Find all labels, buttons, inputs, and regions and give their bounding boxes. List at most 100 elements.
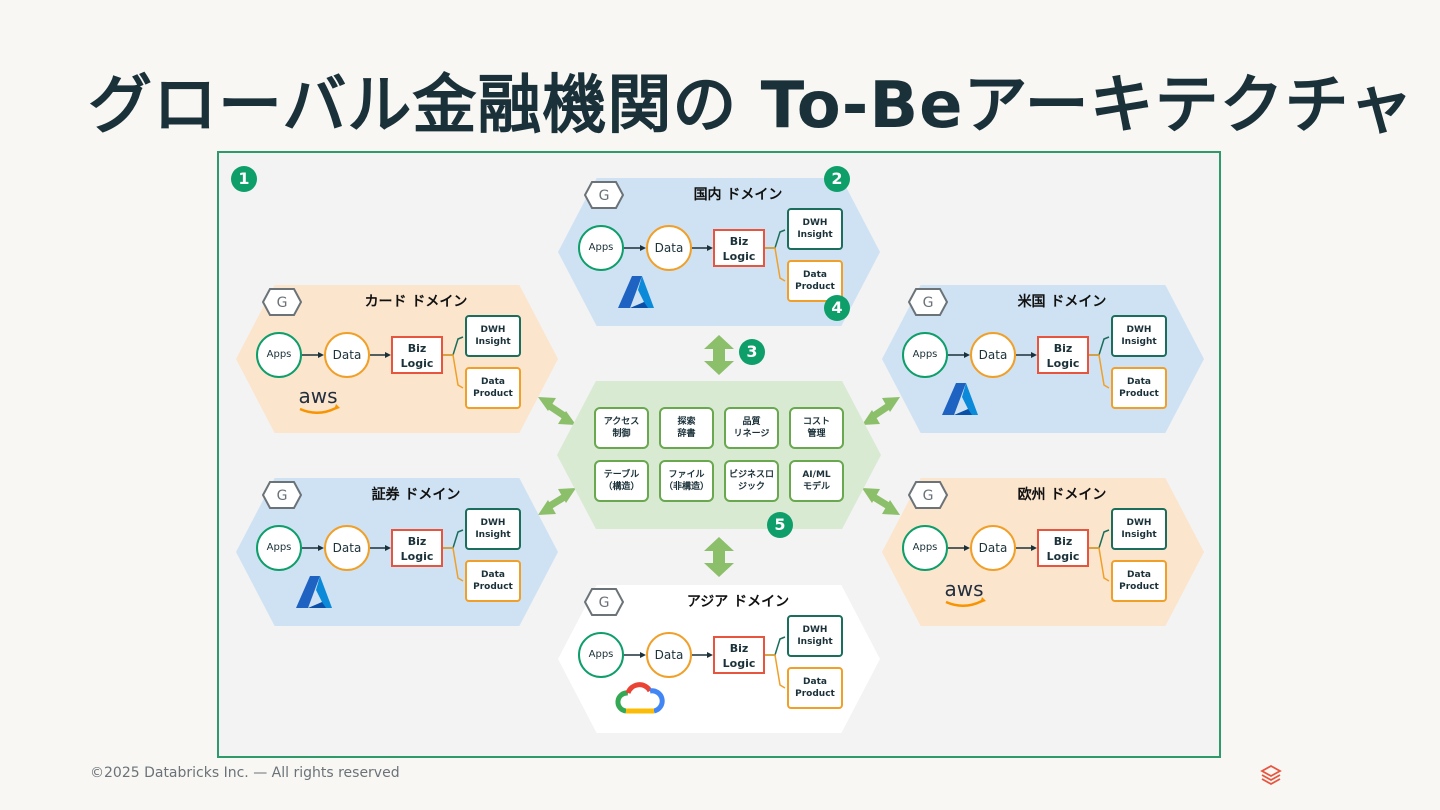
badge-5: 5 [767, 512, 793, 538]
capability-line: テーブル [603, 470, 640, 480]
dwh-line: DWH [480, 518, 506, 528]
biz-line: Biz [729, 642, 749, 655]
data-node: Data [646, 632, 692, 678]
badge-1: 1 [231, 166, 257, 192]
badge-2: 2 [824, 166, 850, 192]
biz-line: Biz [407, 342, 427, 355]
governance-icon: G [584, 588, 624, 616]
biz-line: Logic [1046, 550, 1080, 563]
biz-line: Logic [722, 657, 756, 670]
capability-line: アクセス [603, 417, 640, 427]
flow-connectors [302, 529, 464, 582]
svg-text:G: G [599, 595, 610, 611]
dwh-line: DWH [1126, 325, 1152, 335]
dp-line: Data [1127, 377, 1151, 387]
svg-text:G: G [277, 488, 288, 504]
apps-node: Apps [902, 525, 948, 571]
svg-text:aws: aws [298, 384, 337, 408]
biz-line: Biz [729, 235, 749, 248]
aws-logo-icon: aws [298, 384, 340, 414]
dwh-line: DWH [480, 325, 506, 335]
capability-line: 品質 [742, 417, 761, 427]
flow-connectors [624, 229, 786, 282]
biz-line: Biz [407, 535, 427, 548]
badge-3: 3 [739, 339, 765, 365]
azure-logo-icon [618, 276, 654, 308]
svg-text:G: G [923, 295, 934, 311]
data-node: Data [970, 525, 1016, 571]
dp-line: Product [795, 282, 835, 292]
dwh-insight-node: DWH Insight [1111, 315, 1167, 357]
dwh-insight-node: DWH Insight [465, 315, 521, 357]
copyright-footer: ©2025 Databricks Inc. — All rights reser… [90, 765, 400, 781]
domain-name: アジア ドメイン [686, 594, 790, 610]
capability-line: （非構造） [663, 482, 709, 492]
biz-line: Logic [722, 250, 756, 263]
capability-line: 探索 [677, 417, 696, 427]
svg-text:G: G [923, 488, 934, 504]
domain-name: 欧州 ドメイン [1017, 487, 1107, 503]
domain-name: カード ドメイン [364, 294, 468, 310]
badge-4: 4 [824, 295, 850, 321]
dwh-line: DWH [802, 625, 828, 635]
apps-node: Apps [902, 332, 948, 378]
dwh-line: Insight [475, 337, 511, 347]
governance-icon: G [908, 481, 948, 509]
dp-line: Data [803, 270, 827, 280]
governance-icon: G [584, 181, 624, 209]
dp-line: Data [1127, 570, 1151, 580]
governance-icon: G [262, 481, 302, 509]
dwh-line: DWH [802, 218, 828, 228]
domain-name: 国内 ドメイン [693, 187, 783, 203]
capability-cost-management: コスト管理 [789, 407, 844, 449]
domain-name: 米国 ドメイン [1017, 294, 1107, 310]
biz-line: Logic [1046, 357, 1080, 370]
flow-connectors [948, 336, 1110, 389]
azure-logo-icon [942, 383, 978, 415]
capability-files: ファイル（非構造） [659, 460, 714, 502]
capability-tables: テーブル（構造） [594, 460, 649, 502]
capability-line: 制御 [612, 429, 631, 439]
dwh-line: Insight [1121, 530, 1157, 540]
apps-node: Apps [578, 225, 624, 271]
dp-line: Product [1119, 582, 1159, 592]
capability-business-logic: ビジネスロジック [724, 460, 779, 502]
dwh-insight-node: DWH Insight [465, 508, 521, 550]
page-title: グローバル金融機関の To-Beアーキテクチャ [88, 69, 1415, 143]
dp-line: Product [1119, 389, 1159, 399]
biz-line: Biz [1053, 342, 1073, 355]
flow-connectors [302, 336, 464, 389]
azure-logo-icon [296, 576, 332, 608]
dwh-line: Insight [1121, 337, 1157, 347]
capability-quality-lineage: 品質リネージ [724, 407, 779, 449]
data-node: Data [324, 332, 370, 378]
governance-icon: G [262, 288, 302, 316]
apps-node: Apps [256, 332, 302, 378]
capability-line: 管理 [807, 429, 826, 439]
capability-access-control: アクセス制御 [594, 407, 649, 449]
dwh-line: Insight [475, 530, 511, 540]
capability-line: 辞書 [677, 429, 696, 439]
domain-name: 証券 ドメイン [371, 487, 461, 503]
dwh-line: DWH [1126, 518, 1152, 528]
dp-line: Data [481, 570, 505, 580]
svg-text:G: G [599, 188, 610, 204]
svg-text:aws: aws [944, 577, 983, 601]
capability-line: AI/ML [802, 470, 831, 480]
dwh-line: Insight [797, 230, 833, 240]
aws-logo-icon: aws [944, 577, 986, 607]
data-node: Data [646, 225, 692, 271]
